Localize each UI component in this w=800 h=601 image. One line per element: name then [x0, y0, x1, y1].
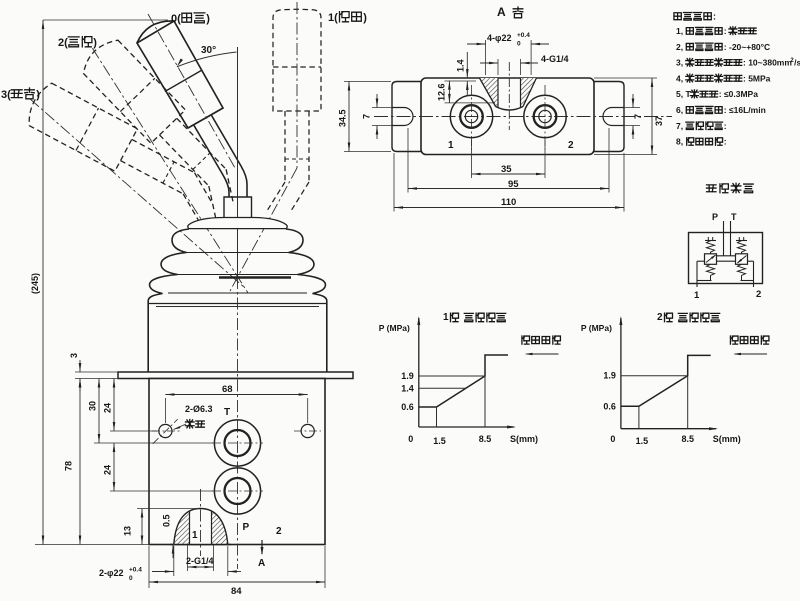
svg-text:3: 3	[69, 353, 79, 358]
svg-text:12.6: 12.6	[437, 83, 447, 101]
svg-text:34.5: 34.5	[338, 109, 348, 127]
svg-text:6,: 6,	[676, 105, 683, 115]
svg-text:95: 95	[508, 179, 519, 190]
svg-text:2: 2	[657, 312, 663, 323]
svg-text:1.9: 1.9	[401, 371, 414, 381]
svg-text:24: 24	[103, 465, 113, 475]
svg-text:): )	[36, 89, 40, 101]
svg-text:68: 68	[222, 384, 233, 395]
svg-text:1.4: 1.4	[401, 383, 414, 393]
svg-text:30°: 30°	[201, 45, 216, 56]
svg-text:S(mm): S(mm)	[713, 434, 741, 444]
svg-text:7: 7	[362, 114, 372, 119]
svg-text:: 10~380mm: : 10~380mm	[743, 58, 792, 68]
svg-text:: ≤0.3MPa: : ≤0.3MPa	[719, 89, 758, 99]
svg-text:(245): (245)	[30, 273, 40, 294]
svg-text:1.9: 1.9	[603, 371, 616, 381]
svg-text:0: 0	[129, 575, 133, 582]
svg-text:1.5: 1.5	[636, 436, 649, 446]
svg-text:1: 1	[443, 312, 449, 323]
svg-text:78: 78	[64, 461, 74, 471]
svg-text:84: 84	[231, 586, 242, 597]
svg-text:24: 24	[103, 403, 113, 413]
svg-text:2: 2	[568, 140, 574, 151]
svg-text:35: 35	[501, 164, 512, 175]
svg-text:1: 1	[448, 140, 454, 151]
svg-text:A: A	[258, 558, 265, 569]
svg-text:8,: 8,	[676, 137, 683, 147]
svg-text::: :	[724, 121, 727, 131]
svg-text:110: 110	[501, 197, 516, 208]
svg-text:1: 1	[192, 530, 198, 541]
svg-text:2: 2	[790, 58, 794, 64]
svg-text:: 5MPa: : 5MPa	[743, 73, 771, 83]
svg-text:7: 7	[633, 114, 643, 119]
svg-text:P (MPa): P (MPa)	[581, 323, 612, 333]
svg-text:): )	[93, 37, 97, 49]
svg-text:2-Ø6.3: 2-Ø6.3	[185, 404, 213, 414]
svg-text:2: 2	[276, 526, 282, 537]
svg-text:5, T: 5, T	[676, 89, 691, 99]
svg-text:): )	[363, 12, 367, 24]
svg-text:: ≤16L/min: : ≤16L/min	[724, 105, 766, 115]
svg-text:0: 0	[408, 434, 413, 444]
svg-text:0.6: 0.6	[603, 401, 616, 411]
svg-text:2,: 2,	[676, 42, 683, 52]
svg-text:): )	[206, 13, 210, 25]
svg-text:S(mm): S(mm)	[510, 434, 538, 444]
svg-text:1.5: 1.5	[433, 436, 446, 446]
svg-text:2: 2	[756, 289, 761, 300]
svg-text:1.4: 1.4	[456, 59, 466, 72]
svg-text:3,: 3,	[676, 58, 683, 68]
svg-text:+0.4: +0.4	[129, 567, 142, 574]
svg-text:0: 0	[517, 41, 521, 48]
svg-text:8.5: 8.5	[681, 434, 694, 444]
svg-text:1,: 1,	[676, 26, 683, 36]
svg-text::: :	[724, 137, 727, 147]
svg-text:1(: 1(	[328, 12, 338, 24]
svg-text::: :	[724, 26, 727, 36]
svg-text:0.6: 0.6	[401, 402, 414, 412]
svg-text:: -20~+80°C: : -20~+80°C	[724, 42, 770, 52]
svg-text:+0.4: +0.4	[517, 32, 530, 39]
svg-text:4-φ22: 4-φ22	[487, 33, 511, 43]
svg-text:13: 13	[123, 526, 133, 536]
svg-text:3(: 3(	[1, 89, 11, 101]
svg-text:P: P	[243, 522, 250, 533]
svg-text:0: 0	[610, 434, 615, 444]
svg-text:/s: /s	[794, 58, 800, 68]
svg-text:2-G1/4: 2-G1/4	[186, 556, 214, 566]
svg-text:8.5: 8.5	[479, 434, 492, 444]
svg-text:2(: 2(	[58, 37, 68, 49]
svg-text:2-φ22: 2-φ22	[99, 568, 123, 578]
svg-text:T: T	[224, 407, 230, 418]
svg-text:4-G1/4: 4-G1/4	[541, 54, 569, 64]
svg-text:37: 37	[654, 116, 664, 126]
svg-text:P: P	[712, 212, 718, 222]
svg-text:7,: 7,	[676, 121, 683, 131]
svg-text:0.5: 0.5	[162, 514, 172, 527]
svg-text:P (MPa): P (MPa)	[379, 323, 410, 333]
svg-text:1: 1	[694, 290, 700, 301]
svg-text:A: A	[497, 5, 506, 19]
svg-text:30: 30	[88, 401, 98, 411]
svg-text:4,: 4,	[676, 73, 683, 83]
svg-text:T: T	[731, 212, 737, 222]
svg-text:0(: 0(	[171, 13, 181, 25]
svg-text::: :	[713, 12, 716, 22]
